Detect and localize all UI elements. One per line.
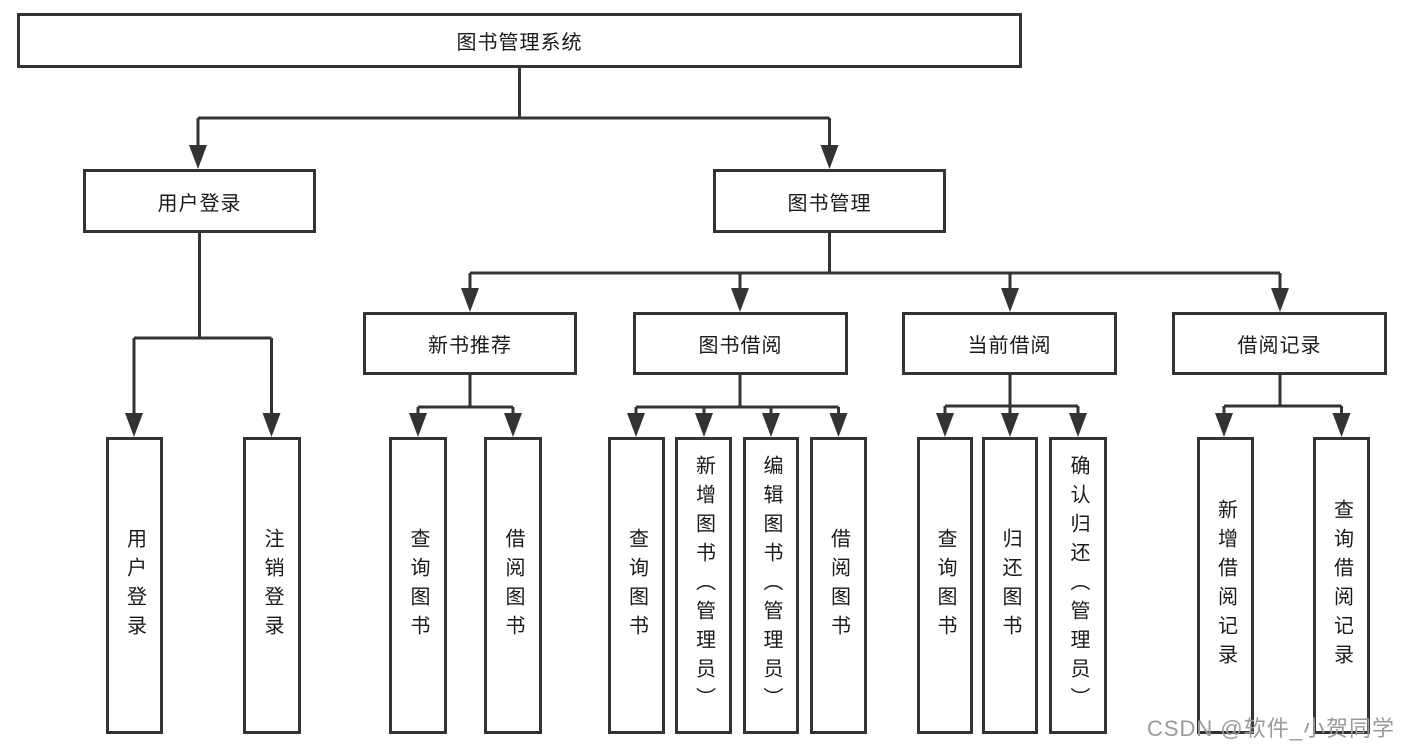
- node-leaf-borrow-add: 新增图书（管理员）: [675, 437, 732, 734]
- node-book-borrow: 图书借阅: [633, 312, 848, 375]
- node-leaf-records-query: 查询借阅记录: [1313, 437, 1370, 734]
- node-leaf-borrow-edit: 编辑图书（管理员）: [743, 437, 799, 734]
- node-root: 图书管理系统: [17, 13, 1022, 68]
- node-leaf-records-add: 新增借阅记录: [1197, 437, 1254, 734]
- node-current-borrow: 当前借阅: [902, 312, 1117, 375]
- node-leaf-user-login: 用户登录: [106, 437, 163, 734]
- node-leaf-logout: 注销登录: [243, 437, 301, 734]
- node-leaf-newbooks-query: 查询图书: [389, 437, 447, 734]
- node-book-mgmt: 图书管理: [713, 169, 946, 233]
- node-new-books: 新书推荐: [363, 312, 577, 375]
- node-leaf-borrow-query: 查询图书: [608, 437, 665, 734]
- arrowheads: [125, 145, 1351, 437]
- node-user-login: 用户登录: [83, 169, 316, 233]
- node-borrow-records: 借阅记录: [1172, 312, 1387, 375]
- node-leaf-current-return: 归还图书: [982, 437, 1038, 734]
- node-leaf-borrow-borrow: 借阅图书: [810, 437, 867, 734]
- node-leaf-current-confirm: 确认归还（管理员）: [1049, 437, 1107, 734]
- csdn-watermark: CSDN @软件_小贺同学: [1146, 716, 1395, 741]
- node-leaf-current-query: 查询图书: [917, 437, 973, 734]
- node-leaf-newbooks-borrow: 借阅图书: [484, 437, 542, 734]
